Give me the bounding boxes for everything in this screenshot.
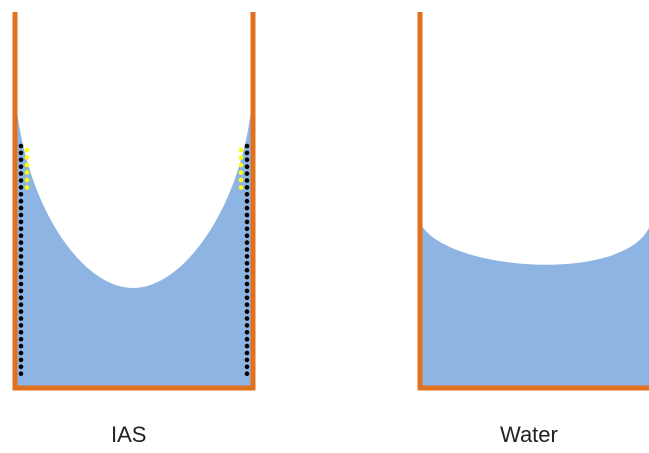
wall-particle-left xyxy=(18,274,24,280)
wall-particle-left xyxy=(18,247,24,252)
wall-particle-left xyxy=(18,288,24,294)
ias-wall-particles xyxy=(18,143,250,377)
water-panel xyxy=(417,12,649,391)
edge-particle-right xyxy=(238,162,244,168)
ias-label: IAS xyxy=(111,422,147,447)
edge-particle-left xyxy=(24,162,30,168)
wall-particle-right xyxy=(244,371,250,377)
water-label: Water xyxy=(500,422,558,447)
wall-particle-left xyxy=(18,371,24,377)
wall-particle-left xyxy=(18,192,24,197)
wall-particle-left xyxy=(18,226,24,232)
wall-particle-right xyxy=(244,185,250,190)
wall-particle-left xyxy=(18,212,24,218)
ias-container xyxy=(12,12,256,391)
wall-particle-left xyxy=(18,164,24,169)
edge-particle-left xyxy=(24,170,30,175)
wall-particle-right xyxy=(244,343,250,349)
wall-particle-right xyxy=(244,212,250,218)
wall-particle-right xyxy=(244,288,250,294)
wall-particle-left xyxy=(18,343,24,349)
edge-particle-right xyxy=(238,170,244,175)
wall-particle-left xyxy=(18,336,24,342)
wall-particle-left xyxy=(18,185,24,190)
wall-particle-left xyxy=(18,240,24,245)
wall-particle-left xyxy=(18,254,24,259)
wall-particle-left xyxy=(18,233,24,238)
water-container xyxy=(417,12,649,391)
wall-particle-right xyxy=(244,281,250,287)
wall-particle-left xyxy=(18,267,24,273)
edge-particle-right xyxy=(238,155,244,160)
wall-particle-left xyxy=(18,143,24,149)
wall-particle-left xyxy=(18,323,24,328)
wall-particle-right xyxy=(244,357,250,363)
wall-particle-right xyxy=(244,192,250,197)
wall-particle-left xyxy=(18,309,24,314)
wall-particle-left xyxy=(18,261,24,266)
wall-particle-right xyxy=(244,364,250,370)
wall-particle-right xyxy=(244,309,250,314)
wall-particle-left xyxy=(18,150,24,156)
ias-liquid xyxy=(15,90,253,388)
wall-particle-left xyxy=(18,316,24,321)
wall-particle-left xyxy=(18,350,24,356)
wall-particle-right xyxy=(244,233,250,238)
wall-particle-right xyxy=(244,274,250,280)
wall-particle-left xyxy=(18,178,24,183)
wall-particle-right xyxy=(244,336,250,342)
edge-particle-left xyxy=(24,155,30,160)
wall-particle-right xyxy=(244,323,250,328)
wall-particle-left xyxy=(18,219,24,225)
wall-particle-right xyxy=(244,302,250,308)
wall-particle-left xyxy=(18,295,24,301)
edge-particle-right xyxy=(238,147,244,153)
wall-particle-left xyxy=(18,205,24,211)
wall-particle-right xyxy=(244,164,250,169)
wall-particle-right xyxy=(244,205,250,211)
wall-particle-right xyxy=(244,247,250,252)
wall-particle-right xyxy=(244,240,250,245)
edge-particle-left xyxy=(24,147,30,153)
wall-particle-right xyxy=(244,261,250,266)
wall-particle-right xyxy=(244,143,250,149)
wall-particle-left xyxy=(18,281,24,287)
edge-particle-right xyxy=(238,177,244,183)
wall-particle-left xyxy=(18,302,24,308)
wall-particle-right xyxy=(244,254,250,259)
wall-particle-right xyxy=(244,219,250,225)
edge-particle-right xyxy=(238,185,244,190)
wall-particle-right xyxy=(244,316,250,321)
ias-panel xyxy=(12,12,256,391)
water-liquid xyxy=(420,222,649,388)
wall-particle-left xyxy=(18,157,24,163)
wall-particle-right xyxy=(244,295,250,301)
wall-particle-right xyxy=(244,198,250,204)
wall-particle-left xyxy=(18,364,24,370)
edge-particle-left xyxy=(24,177,30,183)
wall-particle-right xyxy=(244,171,250,176)
wall-particle-left xyxy=(18,198,24,204)
wall-particle-right xyxy=(244,226,250,232)
wall-particle-right xyxy=(244,157,250,163)
wall-particle-right xyxy=(244,178,250,183)
wall-particle-right xyxy=(244,150,250,156)
wall-particle-left xyxy=(18,330,24,335)
wall-particle-left xyxy=(18,357,24,363)
wall-particle-right xyxy=(244,330,250,335)
wall-particle-right xyxy=(244,350,250,356)
edge-particle-left xyxy=(24,185,30,190)
wall-particle-right xyxy=(244,267,250,273)
wall-particle-left xyxy=(18,171,24,176)
